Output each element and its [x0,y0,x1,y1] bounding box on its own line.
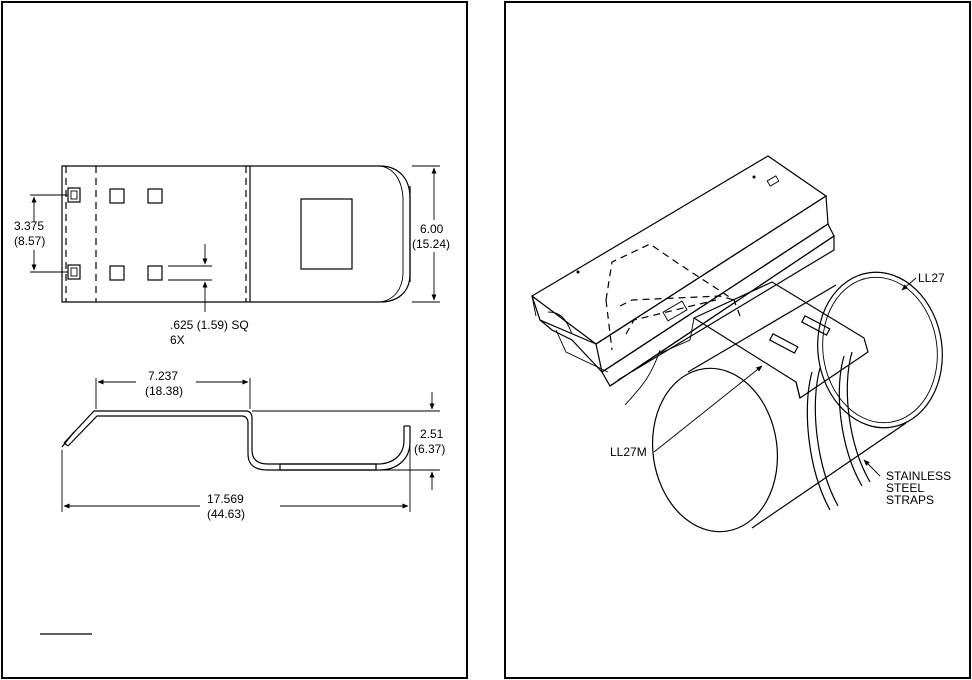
depth-dim-in: 2.51 [420,427,444,441]
height-dim-mm: (8.57) [14,234,45,248]
square-hole [109,265,125,281]
square-hole [147,265,163,281]
straps-label-line2: STEEL [886,481,924,495]
base-pad [279,463,377,471]
length-dim-in: 17.569 [207,492,244,506]
housing-label: LL27 [918,271,945,285]
straps-label-line1: STAINLESS [886,469,951,483]
depth-dim-mm: (6.37) [414,442,445,456]
width-dim-in: 6.00 [420,222,444,236]
side-view-dimensions [61,378,440,512]
strap-slot [800,314,831,336]
camera-housing [530,155,835,387]
top-view-dimensions [30,165,440,312]
left-panel-frame [1,1,468,679]
large-window [300,198,353,270]
strap-slot [768,332,799,354]
bracket-side-view [61,410,411,471]
height-dim-in: 3.375 [14,219,44,233]
pipe [651,271,943,533]
square-hole [147,188,163,204]
width-dim-mm: (15.24) [412,237,450,251]
pipe-near-end [651,367,779,533]
hole-count-label: 6X [170,333,185,347]
square-hole [109,188,125,204]
straps-label-line3: STRAPS [886,493,934,507]
lip [61,431,75,448]
bracket-top-view [61,165,411,303]
offset-dim-mm: (18.38) [145,384,183,398]
length-dim-mm: (44.63) [207,507,245,521]
leader-lines [653,277,917,477]
mount-label: LL27M [610,445,647,459]
pipe-far-end [817,271,943,429]
offset-dim-in: 7.237 [148,369,178,383]
hole-size-label: .625 (1.59) SQ [170,318,249,332]
right-panel-frame [504,1,971,679]
